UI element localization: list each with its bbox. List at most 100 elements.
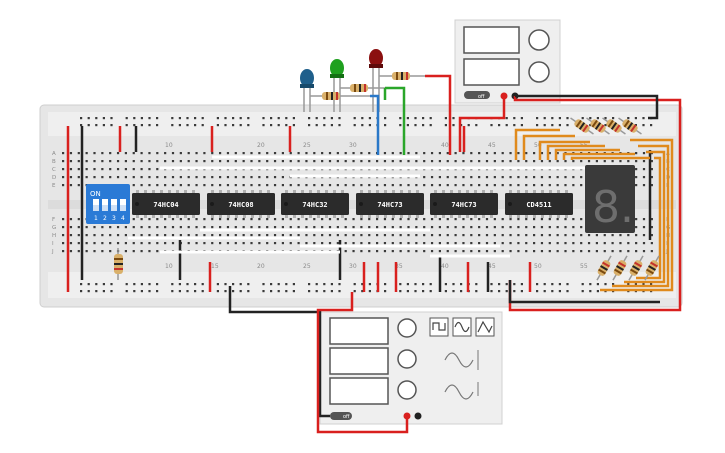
ic-chip-label: 74HC04 [153,201,178,209]
resistor-left [114,248,123,280]
power-supply-off-switch[interactable] [464,91,490,99]
column-number: 10 [165,263,173,270]
ic-chip-label: 74HC73 [451,201,476,209]
seven-segment-digit: 8. [592,182,634,233]
offset-sine-icon [444,384,474,400]
ic-chip-body [505,193,573,215]
column-number: 30 [349,263,357,270]
column-number: 40 [441,263,449,270]
dip-switch-number-2: 2 [103,215,107,222]
ic-chip-label: 74HC08 [228,201,253,209]
fg-knob-amplitude[interactable] [397,349,417,369]
sine-wave-icon [454,321,470,333]
ic-chip-body [207,193,275,215]
power-supply-top: off [454,19,561,104]
amplitude-sine-icon [444,352,474,368]
column-number: 45 [488,263,496,270]
row-letter: D [52,175,56,181]
ic-chip-label: CD4511 [526,201,551,209]
fg-off-switch[interactable] [330,412,352,420]
current-knob[interactable] [528,61,550,83]
row-letter: H [52,233,56,239]
bottom-instrument-wires [228,286,409,434]
row-letter: C [52,167,56,173]
ic-chip-label: 74HC73 [377,201,402,209]
dip-switch-lever-knob [120,205,126,211]
fg-display-3 [329,377,389,405]
top-supply-wires [458,94,682,312]
ic-chips: 74HC04 74HC08 74HC32 74HC73 74HC73 CD4511 [132,190,573,218]
resistor-array-bottom [596,255,660,281]
column-number: 40 [441,142,449,149]
led-resistors [310,72,425,100]
dip-switch-number-1: 1 [94,215,98,222]
led-wires [370,74,452,155]
row-letter: I [52,241,54,247]
seven-segment-display: 8. [585,165,635,233]
led-blue[interactable] [300,69,314,112]
column-number: 25 [303,263,311,270]
column-number: 15 [211,263,219,270]
row-letter: J [665,249,668,255]
column-numbers-bottom: 10 15 20 25 30 35 40 45 50 55 [165,263,588,270]
dip-switch-lever-knob [93,205,99,211]
column-number: 20 [257,142,265,149]
resistor [586,117,610,135]
fg-knob-frequency[interactable] [397,318,417,338]
ic-chip-body [281,193,349,215]
ic-chip: 74HC73 [356,190,424,218]
triangle-wave-icon [477,320,493,334]
column-number: 50 [534,263,542,270]
ic-chip-label: 74HC32 [302,201,327,209]
dip-switch[interactable]: ON 1 2 3 4 [86,184,130,224]
resistor [644,255,660,281]
column-number: 50 [534,142,542,149]
column-number: 25 [303,142,311,149]
row-letter: E [52,183,56,189]
ic-chip-body [356,193,424,215]
column-number: 55 [580,263,588,270]
column-number: 35 [395,263,403,270]
dip-switch-lever-knob [111,205,117,211]
fg-knob-offset[interactable] [397,380,417,400]
ic-chip: 74HC32 [281,190,349,218]
ic-chip: 74HC04 [132,190,200,218]
white-jumpers [128,155,590,258]
row-letter: B [52,159,56,165]
resistor [612,255,628,281]
square-wave-icon [432,322,446,331]
resistor [602,117,626,135]
dip-switch-lever-knob [102,205,108,211]
fg-off-label: off [343,414,350,420]
column-number: 30 [349,142,357,149]
fg-display-1 [329,317,389,345]
resistor [618,117,642,135]
row-letter: G [52,225,56,231]
power-supply-display-1 [463,26,520,54]
row-letter: F [52,217,55,223]
resistor [570,117,594,135]
dip-switch-on-label: ON [90,190,101,198]
resistor [596,255,612,281]
function-generator: off [319,311,503,425]
led-green[interactable] [330,59,344,112]
led-red[interactable] [369,49,383,112]
power-supply-off-label: off [478,94,485,100]
column-number: 20 [257,263,265,270]
resistor-array-top [570,117,642,135]
fg-display-2 [329,347,389,375]
dip-switch-number-4: 4 [121,215,125,222]
row-letter: A [52,151,56,157]
column-number: 45 [488,142,496,149]
row-letter: J [51,249,54,255]
ic-chip: 74HC08 [207,190,275,218]
column-number: 10 [165,142,173,149]
voltage-knob[interactable] [528,29,550,51]
ic-chip-body [132,193,200,215]
fg-negative-terminal[interactable] [414,412,422,420]
orange-wires-top [514,128,674,292]
ic-chip: CD4511 [505,190,573,218]
power-supply-display-2 [463,58,520,86]
